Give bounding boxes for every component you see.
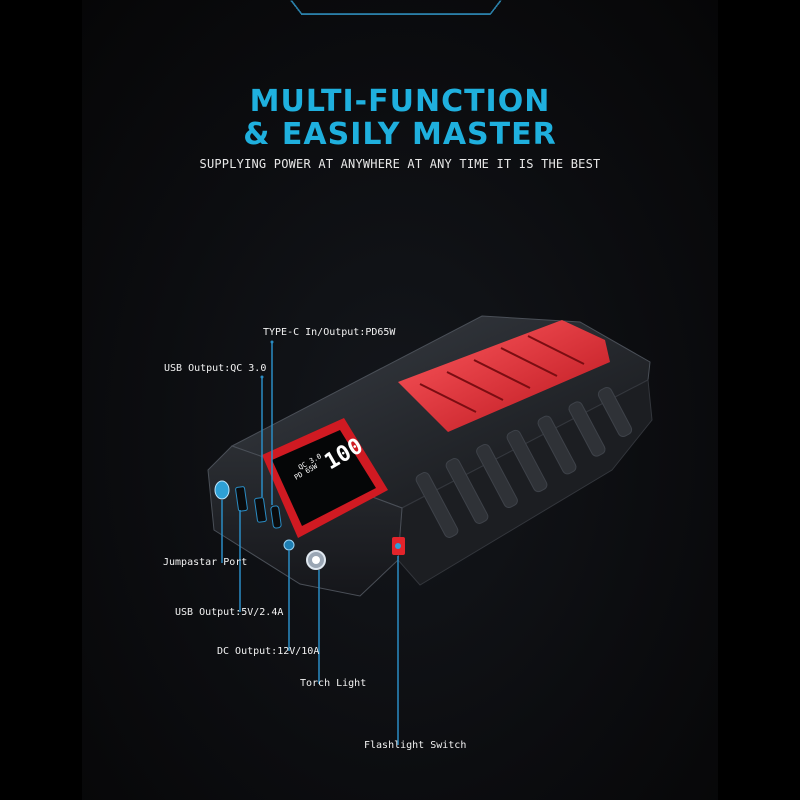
usb-port-qc: [254, 497, 267, 523]
side-ribs: [415, 387, 633, 538]
grip-bars: [419, 335, 585, 413]
callout-jump-port: Jumpastar Port: [163, 557, 248, 568]
callout-torch: Torch Light: [300, 678, 367, 689]
callout-typec: TYPE-C In/Output:PD65W: [263, 327, 396, 338]
headline-line-2: & EASILY MASTER: [243, 117, 557, 152]
jump-port-socket: [214, 480, 230, 500]
display-screen: [272, 430, 376, 526]
typec-port: [270, 505, 282, 529]
callout-flash-switch: Flashlight Switch: [364, 740, 467, 751]
callout-leaders: [221, 342, 399, 745]
headline-subtitle: SUPPLYING POWER AT ANYWHERE AT ANY TIME …: [199, 157, 601, 171]
headline-line-1: MULTI-FUNCTION: [249, 84, 551, 119]
callout-dc-out: DC Output:12V/10A: [217, 646, 320, 657]
callout-usb-5v: USB Output:5V/2.4A: [175, 607, 284, 618]
usb-port-5v: [235, 486, 248, 512]
callout-usb-qc: USB Output:QC 3.0: [164, 363, 267, 374]
dc-output-socket: [283, 539, 295, 551]
